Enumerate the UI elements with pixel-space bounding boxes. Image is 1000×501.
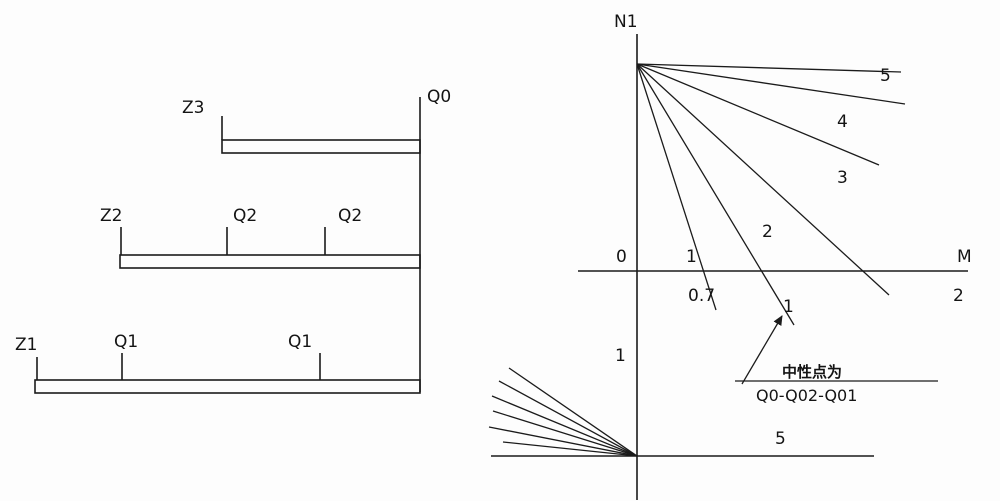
axis-value-1-left: 1: [615, 346, 626, 366]
y-axis-label: N1: [614, 12, 638, 32]
annotation-arrow: [741, 315, 783, 385]
winding-bar-middle: [119, 254, 421, 269]
label-q2-right: Q2: [338, 206, 362, 226]
top-ray-fan: [636, 63, 906, 326]
axis-value-0-7: 0.7: [688, 286, 715, 306]
origin-label: 0: [616, 247, 627, 267]
x-axis-label: M: [957, 247, 972, 267]
ray-4: [636, 63, 906, 105]
winding-bar-top: [221, 139, 421, 154]
ray-1: [636, 63, 795, 326]
ray-label-4: 4: [837, 112, 848, 132]
winding-bar-bottom: [34, 379, 421, 394]
bottom-ray-5: [488, 426, 638, 457]
characteristic-chart: N1 M 0 5 4 3 2 1 0.7 1 2 1: [488, 12, 972, 500]
ray-label-5: 5: [880, 66, 891, 86]
label-z3: Z3: [182, 98, 204, 118]
label-z2: Z2: [100, 206, 122, 226]
axis-value-2-right: 2: [953, 286, 964, 306]
ray-5: [636, 63, 902, 73]
annotation-text-cn: 中性点为: [782, 363, 842, 381]
bottom-value-label: 5: [775, 429, 786, 449]
bottom-ray-2: [498, 380, 638, 457]
ray-3: [636, 63, 880, 166]
label-q1-right: Q1: [288, 332, 312, 352]
bottom-ray-fan: 5: [488, 367, 874, 457]
ray-2: [636, 63, 890, 296]
ray-label-2: 2: [762, 222, 773, 242]
bottom-ray-3: [491, 395, 638, 457]
neutral-point-annotation: 中性点为 Q0-Q02-Q01: [735, 315, 938, 405]
bottom-ray-6: [502, 441, 638, 457]
winding-diagram: Z3 Q0 Z2 Q2 Q2 Z1 Q1 Q1: [15, 87, 451, 394]
label-q0: Q0: [427, 87, 451, 107]
label-q2-left: Q2: [233, 206, 257, 226]
label-z1: Z1: [15, 335, 37, 355]
bottom-ray-4: [492, 410, 638, 457]
bottom-ray-1: [508, 367, 638, 457]
ray-0-7: [636, 63, 717, 311]
axis-value-1-below: 1: [783, 297, 794, 317]
label-q1-left: Q1: [114, 332, 138, 352]
ray-label-3: 3: [837, 168, 848, 188]
axis-value-1-above: 1: [686, 247, 697, 267]
annotation-text-codes: Q0-Q02-Q01: [756, 386, 857, 405]
